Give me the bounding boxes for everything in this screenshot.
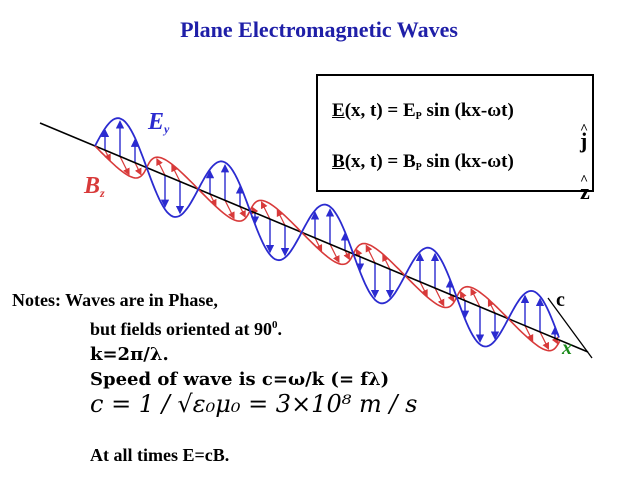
b-field-vector: [239, 206, 246, 218]
propagation-axis: [39, 122, 589, 353]
slide-title: Plane Electromagnetic Waves: [180, 17, 458, 42]
b-field-vector: [329, 243, 340, 264]
b-field-vector: [261, 201, 271, 220]
z-unit-vector: z: [580, 179, 590, 204]
b-field-vector: [355, 248, 363, 257]
unit-vector-hat: ^: [580, 173, 589, 188]
b-field-wave: [94, 145, 561, 352]
b-field-equation: B(x, t) = BP sin (kx-ωt): [332, 151, 514, 173]
x-axis-label: x: [562, 337, 572, 359]
b-field-vector: [460, 290, 467, 301]
e-field-label: Ey: [148, 109, 170, 136]
b-field-vector: [276, 209, 286, 226]
b-field-vector: [524, 325, 534, 343]
b-field-vector: [314, 237, 323, 253]
b-field-vector: [487, 299, 496, 314]
b-field-vector: [382, 253, 391, 270]
b-field-vector: [134, 162, 142, 176]
notes-block: Notes: Waves are in Phase, but fields or…: [12, 288, 389, 392]
e-field-equation: E(x, t) = EP sin (kx-ωt): [332, 100, 514, 122]
notes-line-2: but fields oriented at 900.: [90, 319, 282, 339]
b-field-vector: [434, 287, 445, 307]
e-field-wave: [94, 117, 560, 348]
b-field-vector: [539, 331, 549, 350]
b-field-vector: [119, 156, 130, 176]
b-field-vector: [470, 288, 481, 308]
b-field-vector: [419, 281, 428, 298]
equation-box: E(x, t) = EP sin (kx-ωt) ^ j B(x, t) = B…: [316, 74, 594, 204]
wave-front-marker: [547, 297, 593, 359]
b-field-vector: [171, 164, 181, 182]
b-field-vector: [447, 294, 455, 303]
final-note: At all times E=cB.: [90, 445, 230, 465]
e-field-arrows: [100, 120, 560, 343]
notes-line-1: Notes: Waves are in Phase,: [12, 290, 218, 310]
b-field-vector: [365, 244, 376, 264]
b-field-vector: [343, 250, 350, 261]
b-field-vector: [104, 149, 111, 162]
notes-line-4: Speed of wave is c=ω/k (= fλ): [90, 369, 390, 390]
notes-line-3: k=2π/λ.: [90, 344, 169, 365]
b-field-vector: [209, 193, 217, 207]
unit-vector-hat: ^: [580, 122, 589, 137]
b-field-label: Bz: [84, 173, 105, 200]
b-field-vector: [156, 158, 166, 176]
speed-label: c: [556, 289, 565, 311]
speed-formula: c = 1 / √ε₀μ₀ = 3×10⁸ m / s: [90, 390, 418, 418]
j-unit-vector: j: [580, 128, 588, 153]
b-field-vector: [224, 200, 235, 220]
